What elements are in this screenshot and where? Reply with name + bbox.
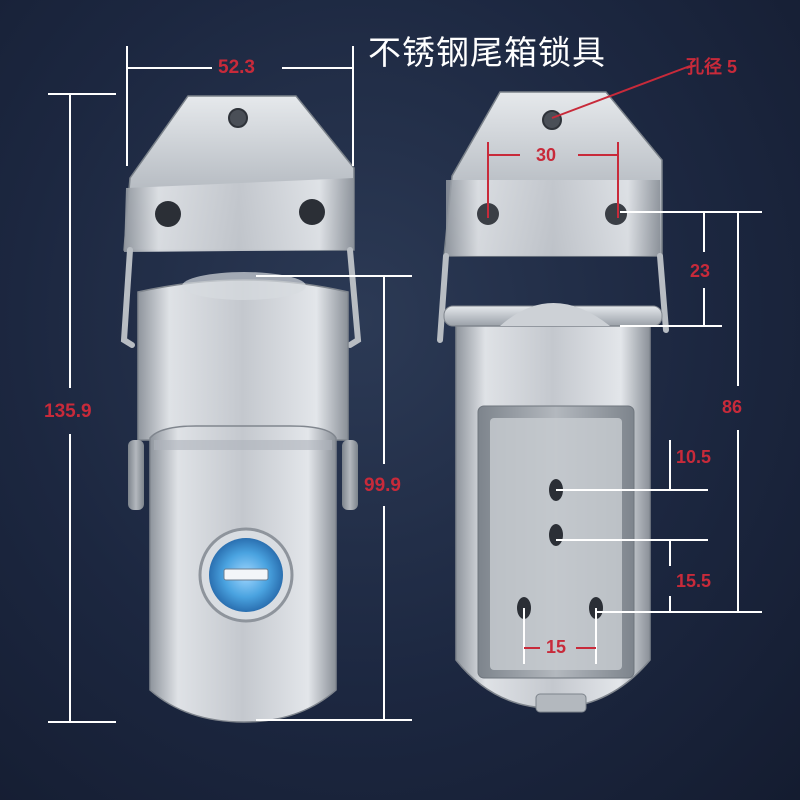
- left-mount-hole-2: [299, 199, 325, 225]
- dim-span: 86: [722, 397, 743, 417]
- right-top-hole: [542, 110, 562, 130]
- dim-body-length: 99.9: [364, 475, 401, 496]
- right-mount-hole-2: [605, 203, 627, 225]
- dim-overall-length: 135.9: [44, 401, 92, 422]
- left-top-hole: [228, 108, 248, 128]
- left-mount-hole-1: [155, 201, 181, 227]
- dim-slot-b: 15.5: [676, 571, 712, 591]
- dim-slot-spacing: 15: [546, 637, 567, 657]
- key-slot: [223, 568, 269, 581]
- slot-2: [549, 524, 563, 546]
- dim-bracket-offset: 23: [690, 261, 711, 281]
- left-latch: [120, 95, 362, 723]
- dim-hole-spacing: 30: [536, 145, 557, 165]
- right-latch: [437, 91, 669, 713]
- dim-slot-a: 10.5: [676, 447, 712, 467]
- dim-top-width: 52.3: [218, 57, 255, 78]
- left-body-upper: [137, 279, 349, 441]
- page-title: 不锈钢尾箱锁具: [368, 33, 606, 72]
- hole-diameter-label: 孔径 5: [686, 57, 738, 77]
- dimension-lines: [48, 46, 762, 723]
